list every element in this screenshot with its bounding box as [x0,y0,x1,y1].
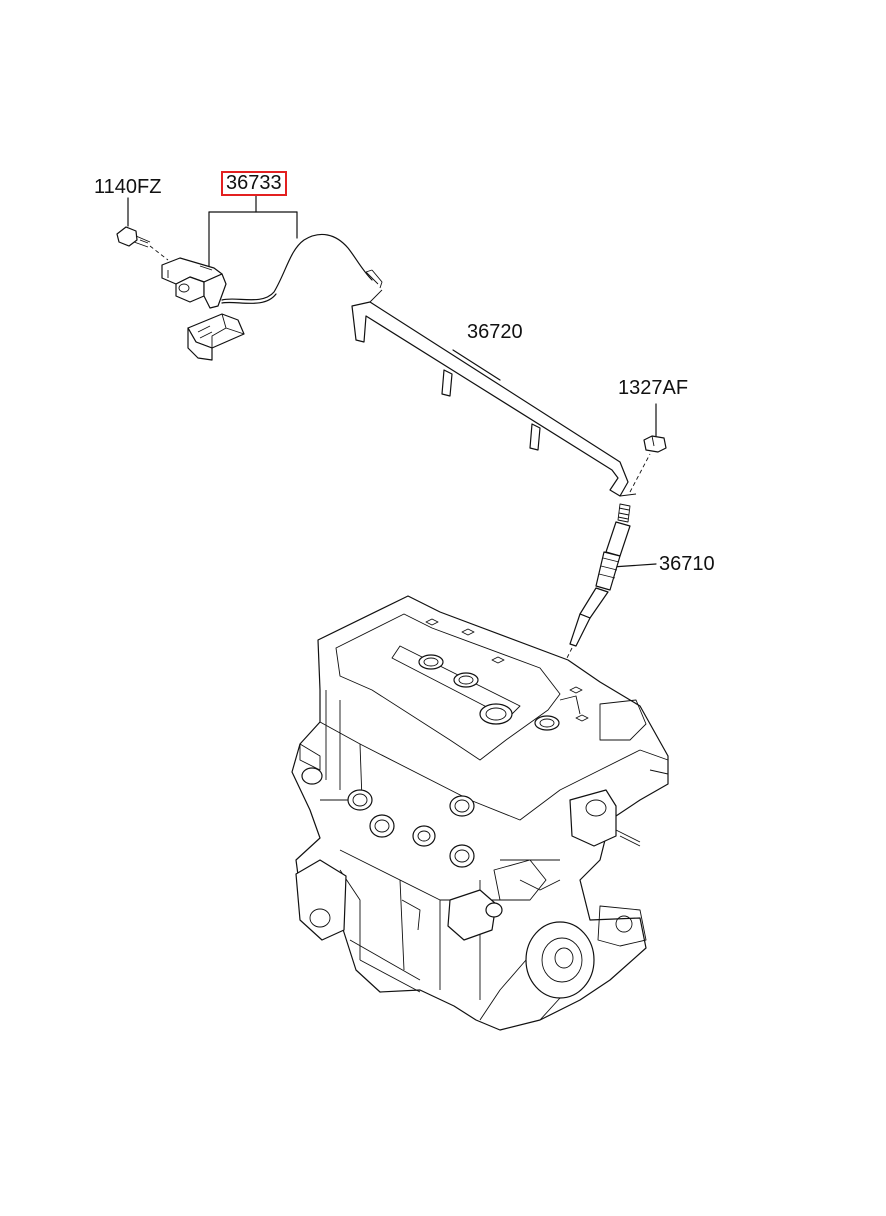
part-label-1140fz[interactable]: 1140FZ [94,176,162,198]
sensor-36733 [161,233,383,361]
glowplug-36710 [561,503,657,669]
part-label-1327af[interactable]: 1327AF [618,377,689,399]
engine-assembly [291,595,669,1031]
nut-1327af [643,403,667,453]
part-label-36733[interactable]: 36733 [221,171,287,196]
part-label-36710[interactable]: 36710 [659,553,715,575]
bolt-1140fz [116,197,169,261]
busbar-36720 [351,289,651,497]
leader-36733 [208,195,298,269]
part-label-36720[interactable]: 36720 [467,321,523,343]
